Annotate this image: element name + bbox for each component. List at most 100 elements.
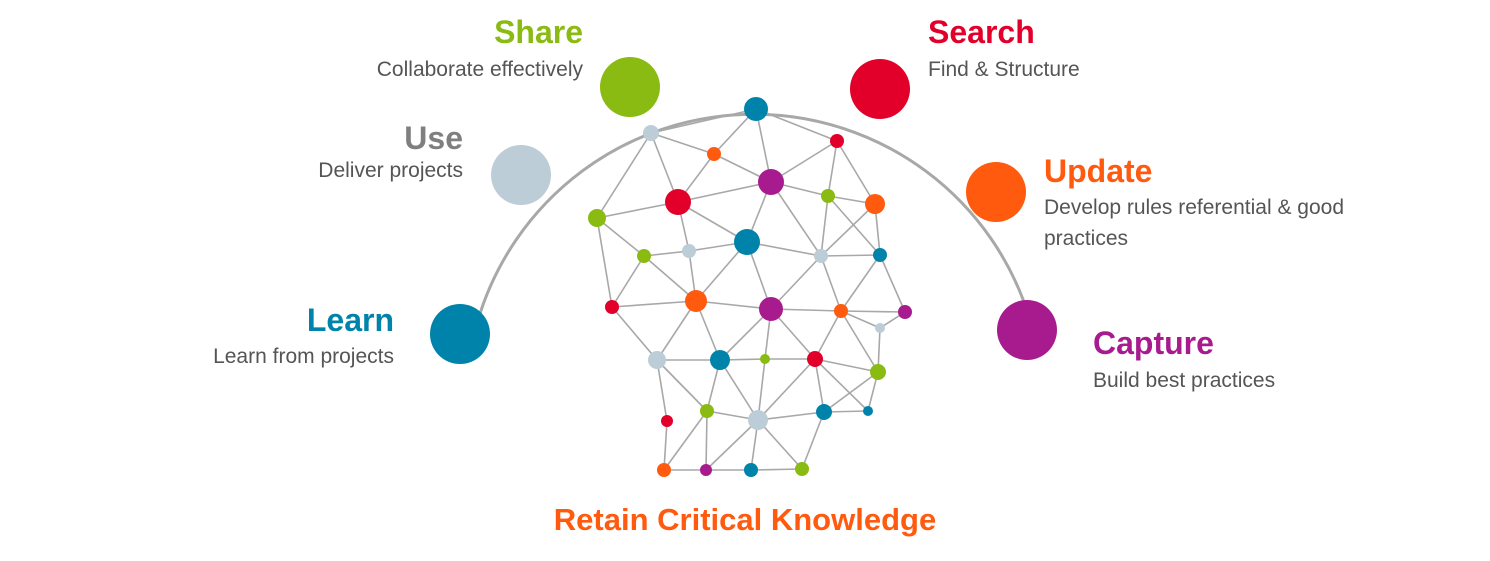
network-edge: [757, 419, 803, 470]
network-node: [834, 304, 848, 318]
network-node: [700, 404, 714, 418]
search-stage-dot: [850, 59, 910, 119]
network-node: [637, 249, 651, 263]
network-edge: [770, 181, 822, 257]
network-node: [748, 410, 768, 430]
network-node: [661, 415, 673, 427]
capture-title: Capture: [1093, 325, 1214, 361]
update-title: Update: [1044, 153, 1153, 189]
network-edge: [750, 468, 803, 471]
network-edge: [663, 420, 668, 471]
network-edge: [801, 411, 825, 470]
network-edge: [840, 254, 881, 312]
network-edge: [827, 140, 838, 197]
network-node: [707, 147, 721, 161]
network-edge: [650, 108, 757, 134]
network-edge: [820, 195, 829, 257]
search-subtitle: Find & Structure: [928, 58, 1080, 81]
update-stage-dot: [966, 162, 1026, 222]
network-node: [760, 354, 770, 364]
network-node: [830, 134, 844, 148]
network-node: [821, 189, 835, 203]
network-node: [744, 463, 758, 477]
network-node: [863, 406, 873, 416]
network-node: [816, 404, 832, 420]
network-edge: [814, 310, 842, 360]
network-node: [758, 169, 784, 195]
network-edge: [656, 300, 697, 361]
network-edge: [643, 250, 690, 257]
learn-subtitle: Learn from projects: [213, 345, 394, 368]
cycle-arc: [476, 112, 1032, 321]
network-edge: [611, 300, 697, 308]
network-node: [685, 290, 707, 312]
network-nodes: [588, 97, 912, 477]
network-edge: [705, 410, 708, 471]
network-edge: [840, 310, 906, 313]
network-node: [682, 244, 696, 258]
network-node: [734, 229, 760, 255]
network-edge: [827, 195, 881, 256]
network-edge: [840, 310, 881, 329]
network-edge: [650, 132, 715, 155]
network-node: [665, 189, 691, 215]
use-stage-dot: [491, 145, 551, 205]
network-edge: [820, 203, 876, 257]
network-edge: [705, 419, 759, 471]
share-subtitle: Collaborate effectively: [376, 58, 583, 81]
footer-title: Retain Critical Knowledge: [553, 502, 937, 537]
network-edge: [719, 308, 772, 361]
network-node: [643, 125, 659, 141]
learn-stage-dot: [430, 304, 490, 364]
network-node: [898, 305, 912, 319]
network-node: [648, 351, 666, 369]
capture-subtitle: Build best practices: [1093, 369, 1276, 392]
network-edge: [757, 411, 825, 421]
network-edge: [677, 201, 748, 243]
network-node: [605, 300, 619, 314]
network-edge: [596, 201, 679, 219]
network-node: [710, 350, 730, 370]
network-edge: [836, 140, 876, 205]
network-edge: [656, 359, 708, 412]
network-edge: [596, 217, 645, 257]
network-edge: [820, 255, 842, 312]
network-edge: [840, 310, 879, 373]
capture-stage-dot: [997, 300, 1057, 360]
network-edge: [814, 358, 869, 412]
share-stage-dot: [600, 57, 660, 117]
network-edge: [814, 358, 825, 413]
network-edge: [814, 358, 879, 373]
network-node: [870, 364, 886, 380]
network-edge: [656, 359, 668, 422]
network-node: [700, 464, 712, 476]
network-edge: [695, 300, 772, 310]
share-title: Share: [494, 14, 583, 50]
network-edges: [596, 108, 906, 471]
network-edge: [719, 359, 759, 421]
network-edge: [596, 217, 613, 308]
network-edge: [663, 410, 708, 471]
network-edge: [755, 108, 838, 142]
use-title: Use: [404, 120, 463, 156]
network-node: [759, 297, 783, 321]
network-edge: [596, 132, 652, 219]
update-subtitle-line1: Develop rules referential & good: [1044, 196, 1345, 219]
network-node: [807, 351, 823, 367]
network-node: [657, 463, 671, 477]
network-node: [875, 323, 885, 333]
network-edge: [823, 371, 879, 413]
network-edge: [820, 254, 881, 257]
network-edge: [879, 254, 906, 313]
network-node: [588, 209, 606, 227]
network-edge: [643, 255, 697, 302]
network-node: [865, 194, 885, 214]
search-title: Search: [928, 14, 1035, 50]
network-edge: [770, 255, 822, 310]
network-node: [814, 249, 828, 263]
use-subtitle: Deliver projects: [318, 159, 463, 182]
network-edge: [757, 358, 816, 421]
network-node: [744, 97, 768, 121]
learn-title: Learn: [306, 302, 394, 338]
